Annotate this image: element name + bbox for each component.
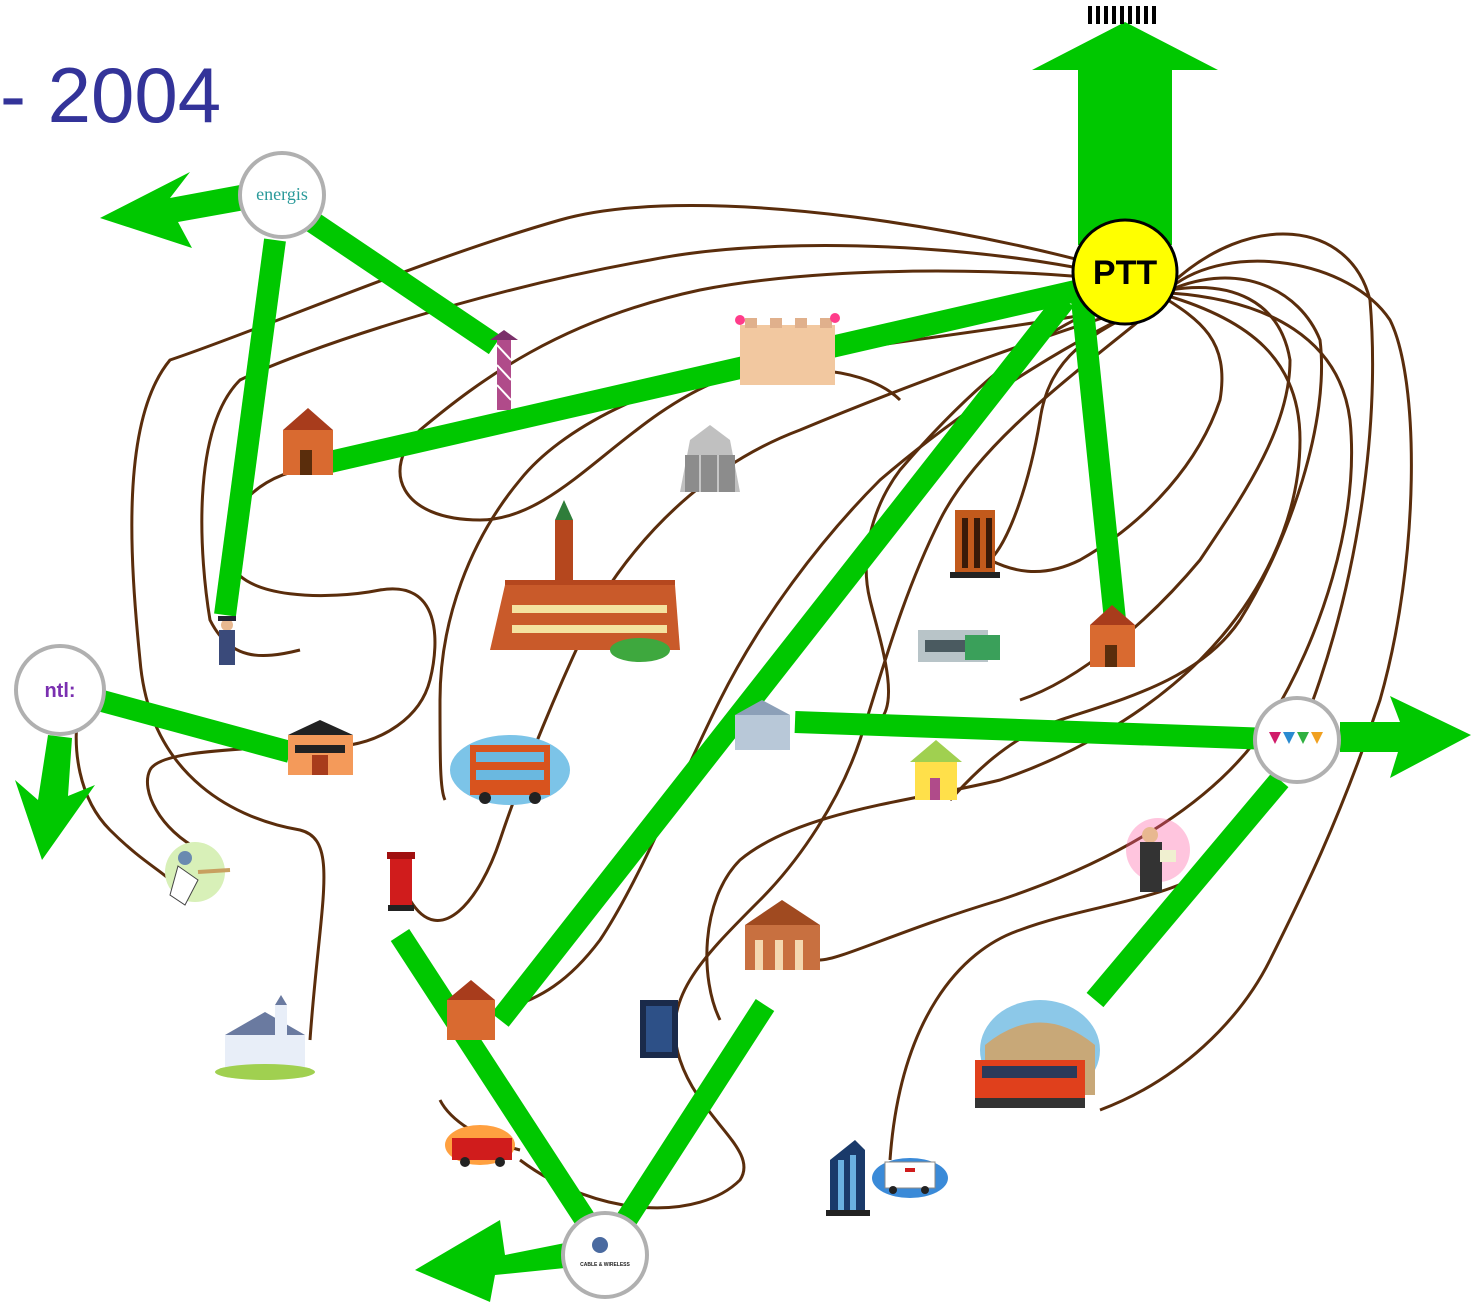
energis-logo: energis bbox=[256, 184, 308, 204]
duct-route bbox=[1099, 259, 1413, 1112]
police-officer-icon bbox=[218, 616, 236, 665]
teacher-icon bbox=[1126, 818, 1190, 892]
monument-icon bbox=[680, 425, 740, 492]
link-cw-office bbox=[600, 999, 775, 1251]
cricket-player-icon bbox=[165, 842, 231, 906]
courthouse-icon bbox=[745, 900, 820, 970]
ntl-node: ntl: bbox=[14, 644, 106, 736]
link-energis-hospital bbox=[273, 190, 502, 355]
colt-node bbox=[1253, 696, 1341, 784]
ptt-label: PTT bbox=[1093, 254, 1157, 292]
energis-outbound-arrow bbox=[100, 172, 245, 248]
duct-route bbox=[989, 293, 1224, 574]
colt-outbound-arrow bbox=[1340, 696, 1471, 778]
duct-route bbox=[200, 244, 1166, 657]
ambulance-icon bbox=[872, 1158, 948, 1198]
church-icon bbox=[215, 995, 315, 1080]
uplink-bundle-icon bbox=[1088, 6, 1156, 24]
skyscraper-icon bbox=[826, 1140, 870, 1216]
castle-icon bbox=[735, 313, 840, 385]
link-energis-police bbox=[214, 238, 286, 617]
town-hall-icon bbox=[490, 500, 680, 662]
duct-route bbox=[145, 743, 301, 852]
link-cw-postbox bbox=[390, 928, 615, 1257]
cw-outbound-arrow bbox=[415, 1220, 565, 1302]
duct-route bbox=[408, 298, 1161, 922]
link-ptt-cityhall bbox=[327, 279, 1083, 473]
school-icon-west bbox=[288, 720, 353, 775]
duct-route bbox=[519, 298, 1166, 1210]
link-colt-museum bbox=[794, 711, 1301, 751]
post-box-icon bbox=[387, 852, 415, 911]
colt-logo bbox=[1269, 732, 1323, 744]
hospital-tower-icon bbox=[490, 330, 518, 410]
cable-wireless-node: CABLE & WIRELESS bbox=[561, 1211, 649, 1299]
ptt-node: PTT bbox=[1071, 218, 1179, 326]
link-ptt-school-east bbox=[1071, 298, 1126, 622]
link-ptt-school-south bbox=[491, 293, 1074, 1027]
duct-route bbox=[438, 298, 1161, 801]
duct-route bbox=[130, 204, 1166, 1041]
ptt-uplink-arrow bbox=[1032, 22, 1218, 245]
office-block-icon bbox=[950, 510, 1000, 578]
train-icon bbox=[975, 1000, 1100, 1108]
museum-icon bbox=[735, 700, 790, 750]
cable-wireless-logo: CABLE & WIRELESS bbox=[580, 1262, 630, 1268]
school-icon-east bbox=[1090, 605, 1135, 667]
outbound-arrows bbox=[15, 6, 1471, 1302]
office-tower-icon bbox=[640, 1000, 678, 1058]
warehouse-icon bbox=[918, 630, 1000, 662]
bus-icon bbox=[450, 735, 570, 805]
ntl-outbound-arrow bbox=[15, 735, 95, 860]
duct-route bbox=[74, 699, 172, 882]
link-ntl-school bbox=[77, 684, 293, 763]
fire-engine-icon bbox=[445, 1125, 515, 1167]
fibre-links bbox=[77, 190, 1301, 1257]
slide-title: - 2004 bbox=[0, 51, 222, 139]
energis-node: energis bbox=[238, 151, 326, 239]
ntl-logo: ntl: bbox=[44, 680, 75, 702]
duct-route bbox=[226, 468, 437, 747]
link-colt-train bbox=[1086, 772, 1289, 1008]
cable-wireless-globe-icon bbox=[592, 1237, 608, 1253]
duct-route bbox=[1019, 286, 1292, 702]
city-hall-icon bbox=[283, 408, 333, 475]
house-icon bbox=[910, 740, 962, 800]
school-icon-south bbox=[447, 980, 495, 1040]
